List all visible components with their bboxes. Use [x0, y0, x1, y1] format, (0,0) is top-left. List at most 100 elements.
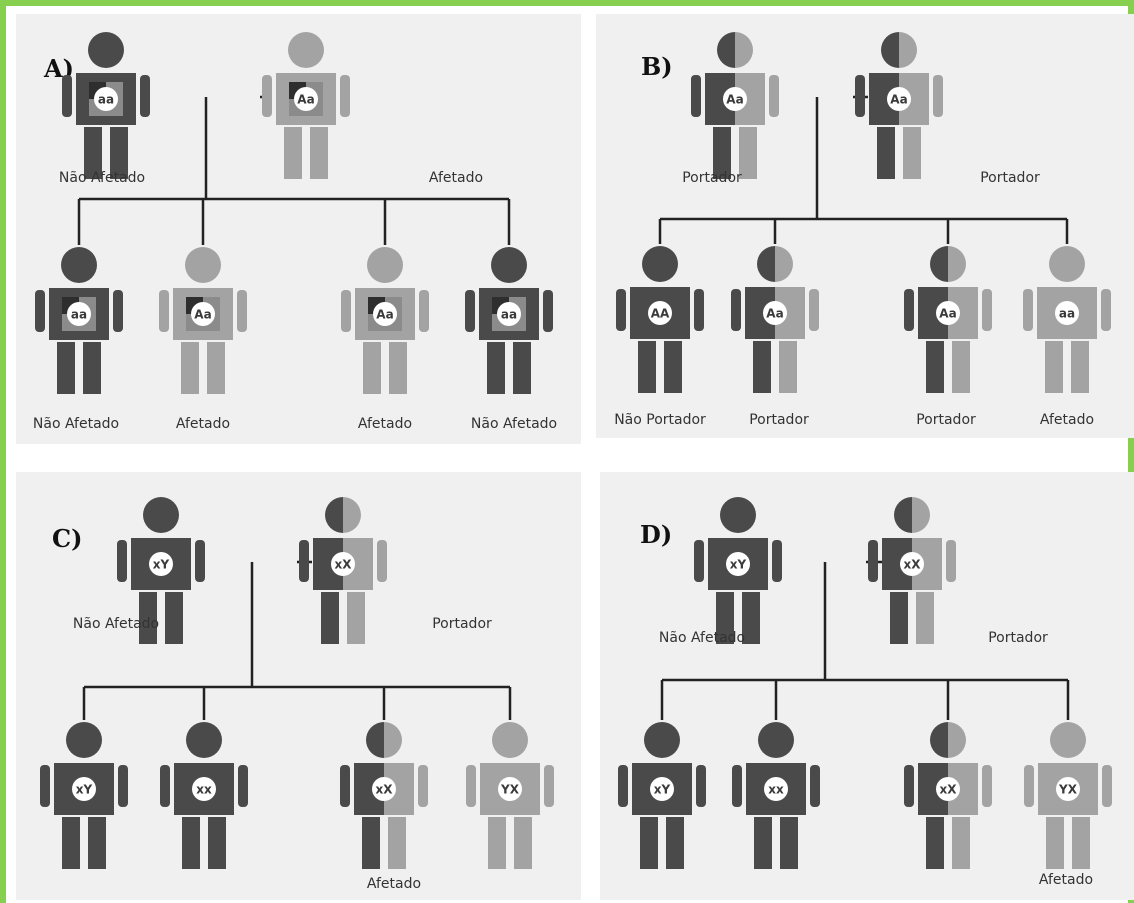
genotype-label: xX	[335, 558, 353, 572]
caption-father: Não Afetado	[58, 170, 146, 186]
genotype-circle	[900, 552, 924, 576]
genotype-circle	[763, 301, 787, 325]
child-figure: aa	[465, 247, 553, 394]
child-figure: YX	[466, 722, 554, 869]
genotype-circle	[372, 777, 396, 801]
child-figure: xX	[340, 722, 428, 869]
child-figure: xY	[40, 722, 128, 869]
genotype-label: Aa	[890, 93, 907, 107]
child-figure: xX	[904, 722, 992, 869]
genotype-label: aa	[98, 93, 114, 107]
genotype-label: xX	[940, 783, 958, 797]
genotype-label: xY	[654, 783, 671, 797]
caption-child-4: Afetado	[1039, 412, 1095, 428]
genotype-circle	[191, 302, 215, 326]
mother-figure: xX	[299, 497, 387, 644]
genotype-label: YX	[500, 783, 520, 797]
mother-figure: Aa	[262, 32, 350, 179]
genotype-label: Aa	[297, 93, 314, 107]
genotype-circle	[497, 302, 521, 326]
genotype-circle	[1055, 301, 1079, 325]
caption-child-4: Não Afetado	[470, 416, 558, 432]
genotype-label: xX	[376, 783, 394, 797]
genotype-label: aa	[1059, 307, 1075, 321]
genotype-circle	[67, 302, 91, 326]
caption-mother: Afetado	[428, 170, 484, 186]
genotype-label: AA	[651, 307, 670, 321]
panel-d: D) xY xX xY xx xX YX Não Afetado Portador Afe…	[600, 472, 1134, 900]
caption-mother: Portador	[432, 616, 492, 632]
child-figure: aa	[35, 247, 123, 394]
genotype-circle	[887, 87, 911, 111]
genotype-circle	[373, 302, 397, 326]
genotype-circle	[294, 87, 318, 111]
genotype-circle	[726, 552, 750, 576]
genotype-circle	[650, 777, 674, 801]
child-figure: Aa	[159, 247, 247, 394]
genotype-circle	[764, 777, 788, 801]
child-figure: Aa	[904, 246, 992, 393]
father-figure: aa	[62, 32, 150, 179]
child-figure: xx	[732, 722, 820, 869]
genotype-label: Aa	[194, 308, 211, 322]
genotype-label: xx	[196, 783, 212, 797]
genotype-label: aa	[71, 308, 87, 322]
child-figure: xx	[160, 722, 248, 869]
genotype-circle	[72, 777, 96, 801]
genotype-label: xY	[153, 558, 170, 572]
panel-label: B)	[641, 52, 673, 81]
genotype-label: Aa	[726, 93, 743, 107]
child-figure: aa	[1023, 246, 1111, 393]
father-figure: Aa	[691, 32, 779, 179]
mother-figure: xX	[868, 497, 956, 644]
genotype-circle	[94, 87, 118, 111]
caption-child-1: Não Afetado	[32, 416, 120, 432]
genotype-label: Aa	[939, 307, 956, 321]
genotype-label: xY	[76, 783, 93, 797]
panel-label: C)	[52, 524, 83, 553]
caption-child-3: Afetado	[366, 876, 422, 892]
pedigree-chart: xY xX xY xx xX YX	[618, 497, 1112, 869]
genotype-label: Aa	[376, 308, 393, 322]
genotype-circle	[192, 777, 216, 801]
genotype-label: xx	[768, 783, 784, 797]
child-figure: YX	[1024, 722, 1112, 869]
genotype-circle	[936, 301, 960, 325]
genotype-label: aa	[501, 308, 517, 322]
child-figure: Aa	[731, 246, 819, 393]
genotype-label: Aa	[766, 307, 783, 321]
caption-child-2: Portador	[749, 412, 809, 428]
caption-father: Não Afetado	[658, 630, 746, 646]
panel-label: D)	[640, 520, 673, 549]
caption-child-2: Afetado	[175, 416, 231, 432]
genotype-label: YX	[1058, 783, 1078, 797]
mother-figure: Aa	[855, 32, 943, 179]
caption-mother: Portador	[988, 630, 1048, 646]
panel-c: C) xY xX xY xx xX YX Não Afetado Portador Afe…	[16, 472, 581, 900]
genotype-circle	[648, 301, 672, 325]
caption-child-3: Portador	[916, 412, 976, 428]
caption-father: Portador	[682, 170, 742, 186]
genotype-circle	[1056, 777, 1080, 801]
caption-mother: Portador	[980, 170, 1040, 186]
caption-child-4: Afetado	[1038, 872, 1094, 888]
genotype-circle	[149, 552, 173, 576]
child-figure: Aa	[341, 247, 429, 394]
genotype-circle	[498, 777, 522, 801]
father-figure: xY	[694, 497, 782, 644]
child-figure: xY	[618, 722, 706, 869]
genotype-label: xX	[904, 558, 922, 572]
genotype-circle	[723, 87, 747, 111]
caption-child-3: Afetado	[357, 416, 413, 432]
caption-child-1: Não Portador	[614, 412, 706, 428]
caption-father: Não Afetado	[72, 616, 160, 632]
genotype-circle	[936, 777, 960, 801]
father-figure: xY	[117, 497, 205, 644]
pedigree-chart: xY xX xY xx xX YX	[40, 497, 554, 869]
genotype-label: xY	[730, 558, 747, 572]
